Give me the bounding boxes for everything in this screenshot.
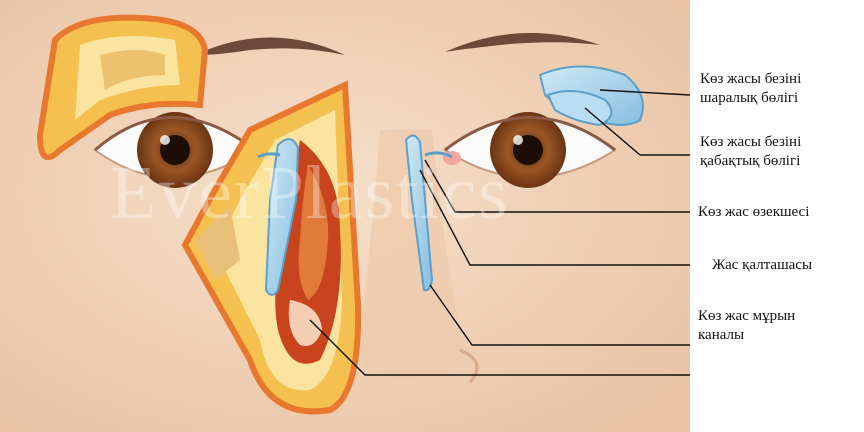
label-nasolacrimal-duct: Көз жас мұрын каналы [698, 307, 795, 345]
label-canaliculus: Көз жас өзекшесі [698, 203, 809, 222]
label-palpebral-part: Көз жасы безіні қабақтық бөлігі [700, 133, 801, 171]
label-orbital-part: Көз жасы безіні шаралық бөлігі [700, 70, 801, 108]
label-lacrimal-sac: Жас қалташасы [712, 256, 812, 275]
watermark-text: EverPlastics [110, 150, 510, 237]
